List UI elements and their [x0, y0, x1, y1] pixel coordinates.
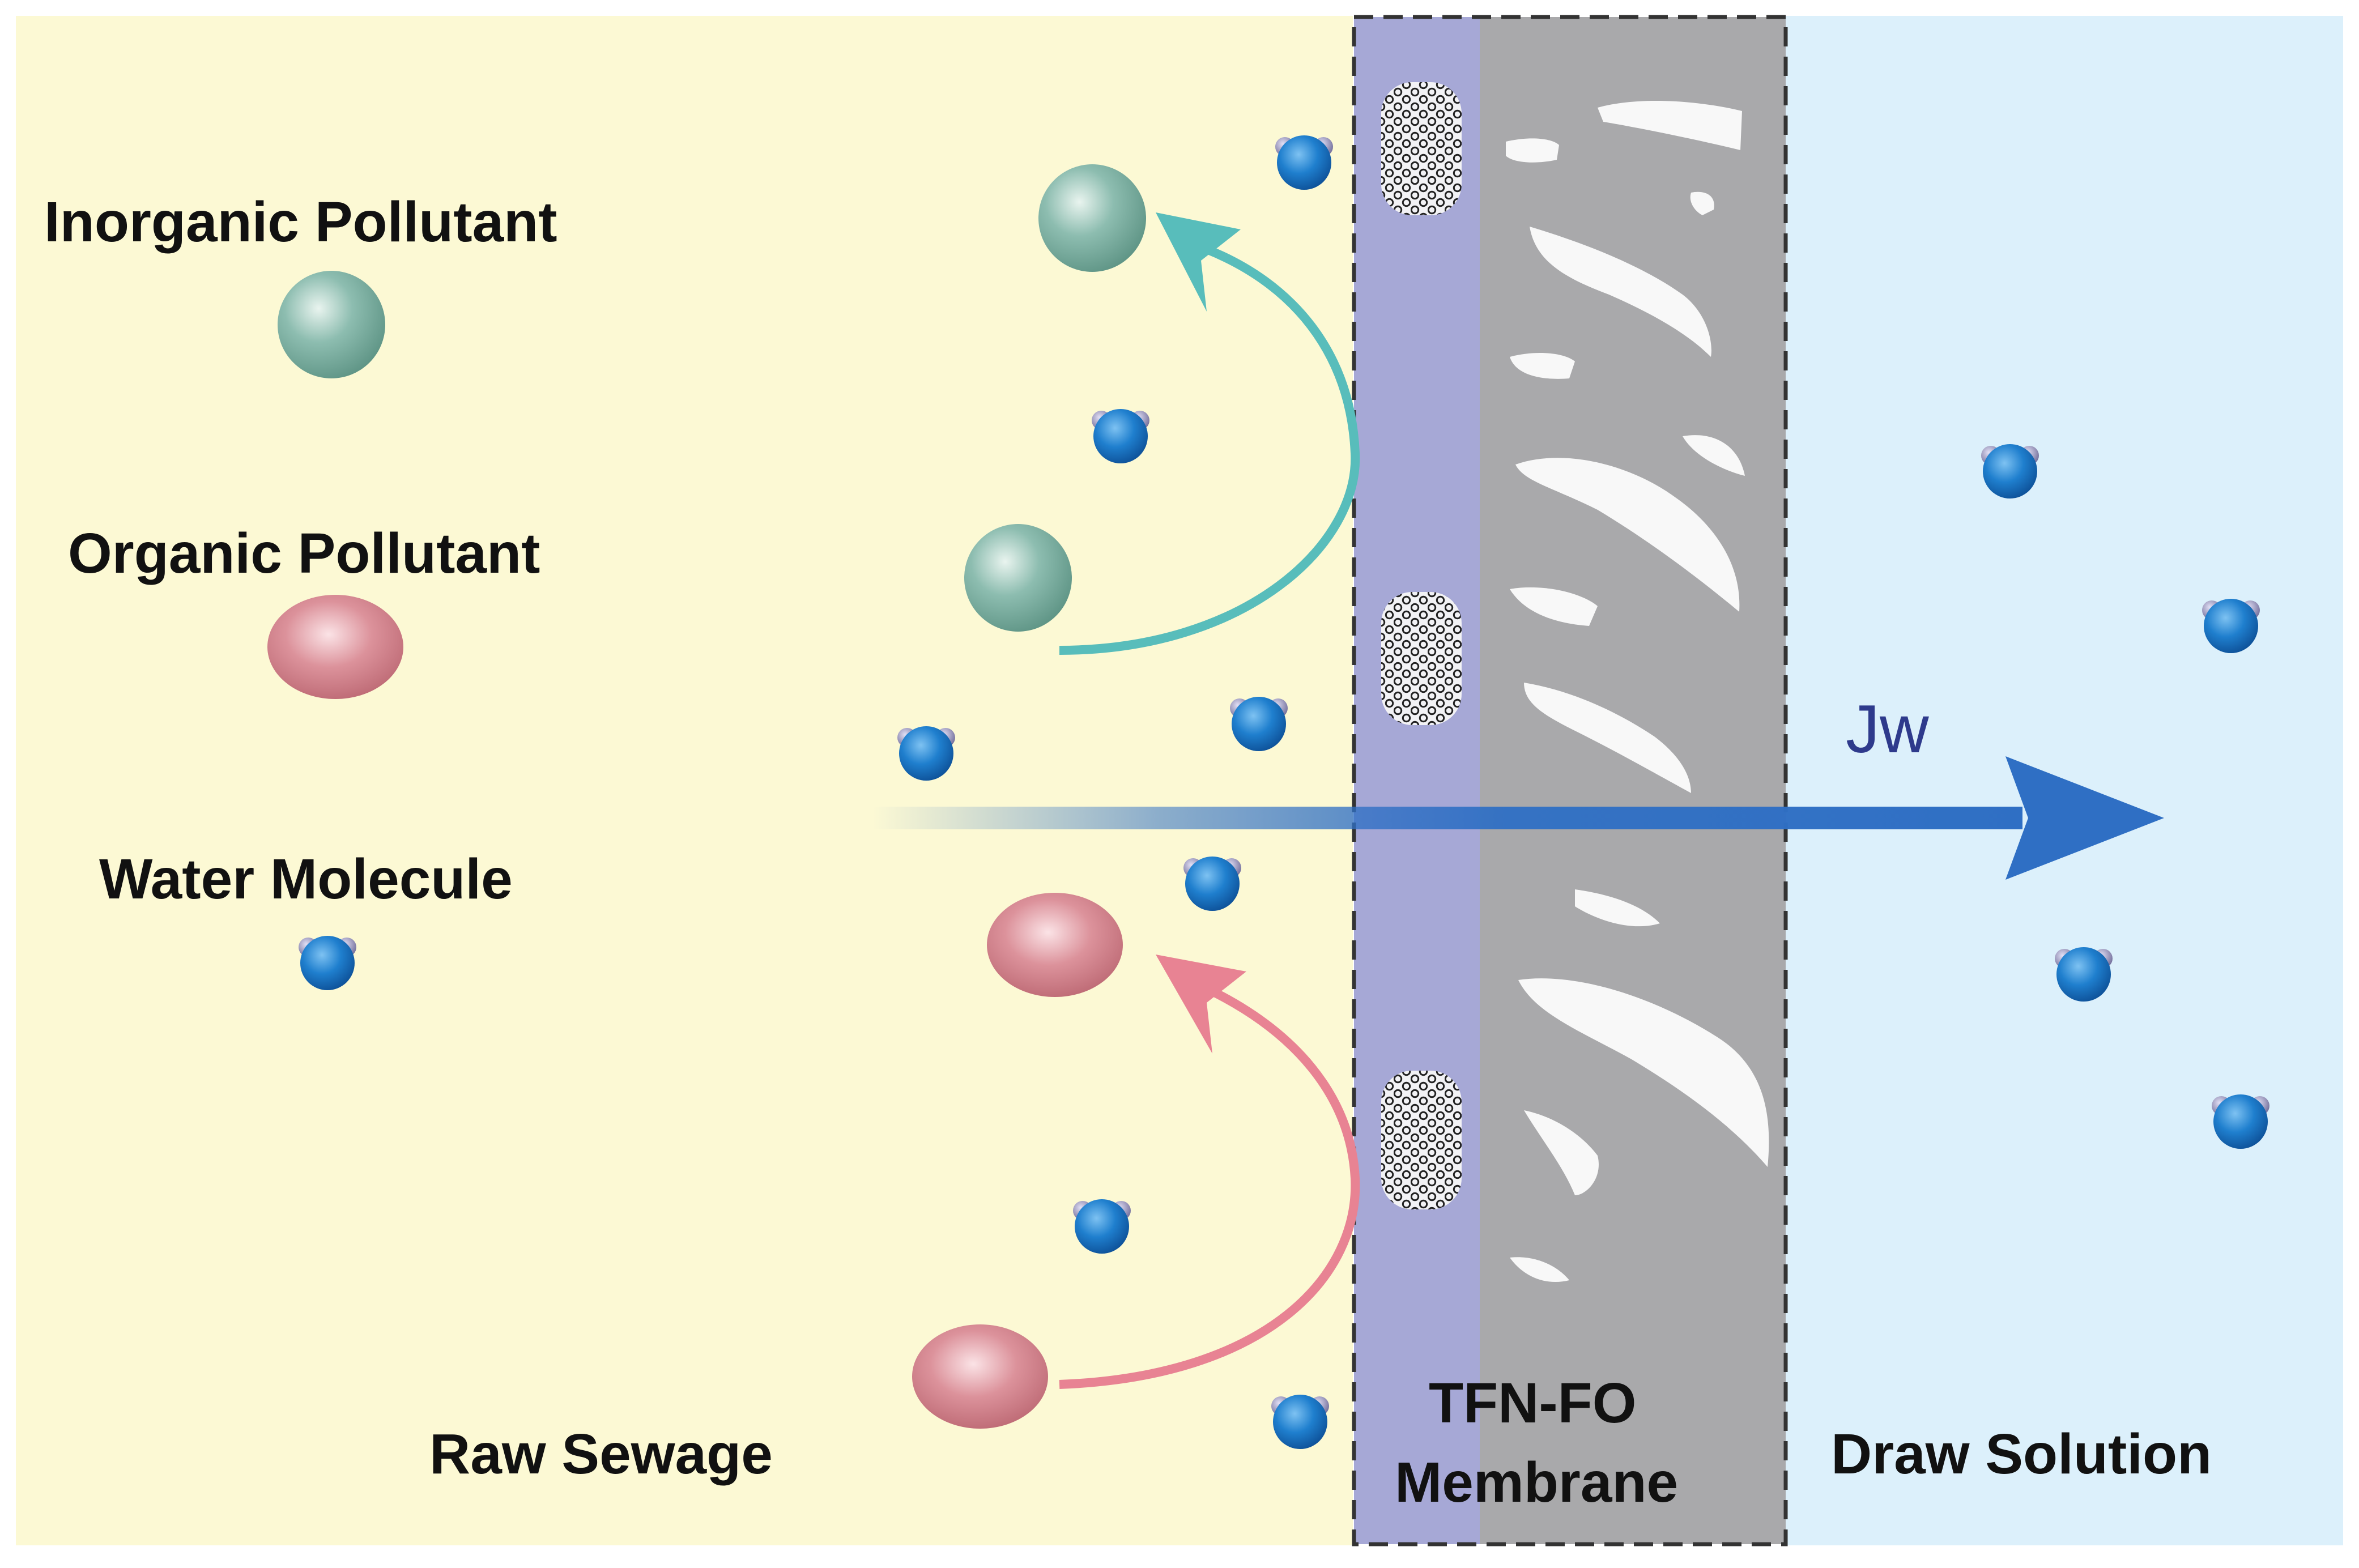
- membrane-label-line1: TFN-FO: [1429, 1371, 1637, 1435]
- nanofiller-cluster-middle: [1381, 592, 1462, 725]
- water-flux-arrow: [872, 756, 2164, 880]
- legend-inorganic-label: Inorganic Pollutant: [44, 190, 557, 254]
- legend-water-label: Water Molecule: [99, 847, 513, 911]
- membrane-boundary: [1352, 15, 1788, 1546]
- legend-inorganic-pollutant: [278, 271, 385, 378]
- support-layer: [1480, 17, 1786, 1544]
- raw-sewage-label: Raw Sewage: [429, 1422, 773, 1486]
- water-flux-label: Jw: [1846, 691, 1929, 767]
- organic-rejection-arrow: [1059, 955, 1360, 1389]
- organic-pollutant-approaching: [912, 1324, 1048, 1429]
- legend-organic-label: Organic Pollutant: [68, 522, 540, 585]
- selective-layer: [1354, 17, 1480, 1544]
- nanofiller-clusters: [1381, 82, 1462, 1209]
- legend-organic-pollutant: [267, 595, 403, 699]
- raw-sewage-region: [16, 16, 1353, 1545]
- draw-solution-label: Draw Solution: [1831, 1422, 2212, 1486]
- inorganic-pollutant-approaching: [964, 524, 1072, 632]
- support-layer-pores: [1506, 100, 1769, 1282]
- nanofiller-cluster-bottom: [1381, 1071, 1462, 1209]
- membrane-label-line2: Membrane: [1395, 1451, 1679, 1514]
- inorganic-rejection-arrow: [1059, 212, 1360, 655]
- organic-pollutant-rejected: [987, 893, 1123, 997]
- nanofiller-cluster-top: [1381, 82, 1462, 215]
- inorganic-pollutant-rejected: [1038, 164, 1146, 272]
